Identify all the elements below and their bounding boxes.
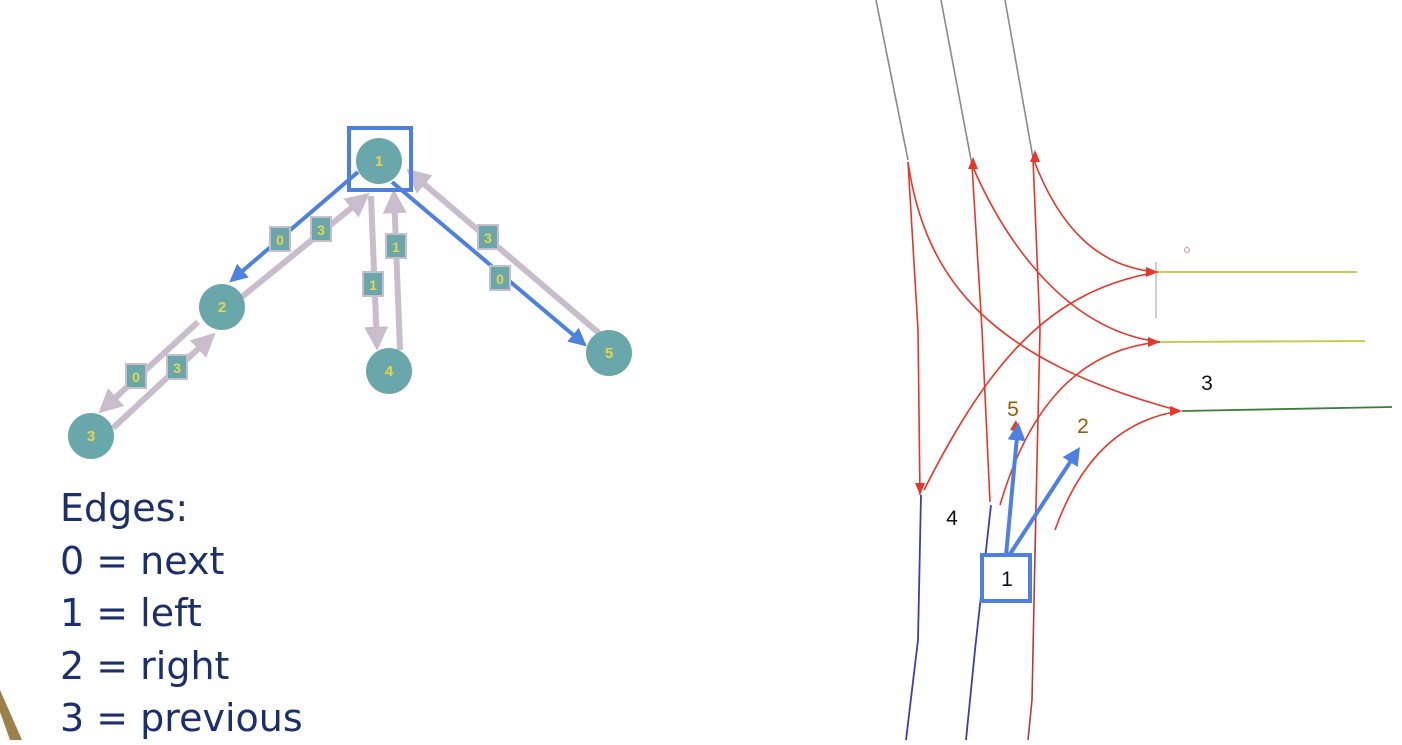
selected-lane-box: [980, 553, 1032, 603]
node-label: 1: [375, 153, 383, 170]
selected-node-box: [347, 126, 413, 192]
edge-1-to-2-highlight: [229, 170, 360, 283]
graph-node-2[interactable]: 2: [199, 284, 245, 330]
edge-5-to-1: [406, 168, 602, 337]
lane-red-group: [907, 157, 1181, 740]
lane-label-1: 1: [1001, 568, 1013, 591]
node-label: 4: [385, 363, 394, 380]
lane-label-4: 4: [946, 507, 958, 530]
edge-label-3-2: 3: [173, 360, 181, 376]
edge-4-to-1: [382, 189, 407, 351]
edge-label-1-4: 1: [369, 277, 377, 293]
node-label: 3: [87, 428, 95, 445]
edge-label-1-5: 0: [496, 271, 504, 287]
legend-item-right: 2 = right: [60, 643, 230, 688]
legend-title: Edges:: [60, 486, 189, 530]
graph-highlighted-edges: [229, 170, 587, 347]
legend-item-left: 1 = left: [60, 591, 202, 635]
edge-label-2-1: 3: [317, 222, 325, 238]
graph-edges: [98, 168, 602, 431]
graph-node-4[interactable]: 4: [366, 348, 412, 394]
edge-label-4-1: 1: [392, 239, 400, 255]
edge-label-1-2: 0: [276, 232, 284, 248]
node-label: 2: [218, 299, 226, 316]
graph-node-1[interactable]: 1: [356, 138, 402, 184]
graph-node-5[interactable]: 5: [586, 330, 632, 376]
graph-diagram: 0 3 0 3 1 1 3 0 1 2: [68, 126, 632, 459]
graph-nodes: 1 2 3 4 5: [68, 138, 632, 459]
map-point-marker: [1184, 247, 1190, 253]
map-annotation-arrows: [1004, 422, 1080, 557]
edge-labels: 0 3 0 3 1 1 3 0: [125, 216, 511, 389]
lane-blue-group: [905, 494, 992, 740]
edge-2-to-1: [236, 192, 370, 303]
lane-label-5: 5: [1007, 398, 1019, 421]
lane-map: 1 2 3 4 5: [875, 0, 1393, 740]
lane-arrowheads: [915, 150, 1182, 495]
lane-label-2: 2: [1077, 415, 1089, 438]
edge-label-2-3: 0: [132, 369, 140, 385]
graph-node-3[interactable]: 3: [68, 413, 114, 459]
node-label: 5: [605, 345, 613, 362]
edge-legend: Edges: 0 = next 1 = left 2 = right 3 = p…: [60, 482, 303, 745]
edge-2-to-3: [98, 319, 201, 414]
lane-yellow-group: [1158, 271, 1366, 343]
legend-item-next: 0 = next: [60, 538, 225, 583]
corner-decoration: [0, 690, 22, 740]
lane-label-3: 3: [1201, 372, 1213, 395]
edge-1-to-5-highlight: [390, 180, 587, 347]
lane-green: [1181, 406, 1393, 412]
legend-item-previous: 3 = previous: [60, 696, 303, 740]
edge-label-5-1: 3: [484, 230, 492, 246]
lane-gray-group: [875, 0, 1034, 166]
edge-3-to-2: [110, 332, 216, 431]
